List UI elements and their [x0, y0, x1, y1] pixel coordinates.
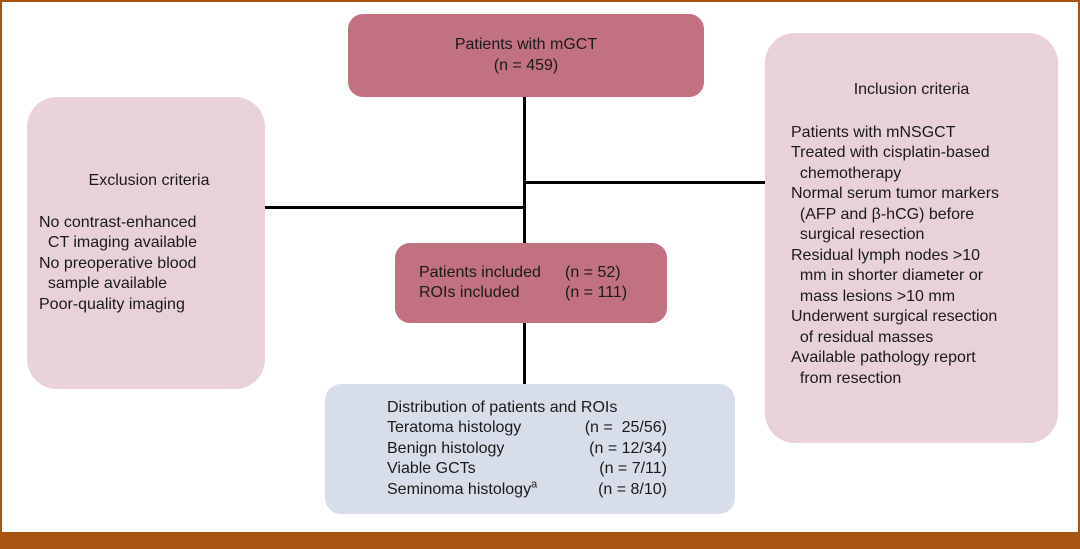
box-patients-mgct: Patients with mGCT (n = 459) — [348, 14, 704, 97]
box-inclusion-criteria: Inclusion criteria Patients with mNSGCT … — [765, 33, 1058, 443]
frame-border-bottom — [0, 532, 1080, 549]
distribution-row: Benign histology (n = 12/34) — [387, 439, 667, 460]
included-row: Patients included (n = 52) — [419, 263, 657, 284]
included-count: (n = 111) — [565, 284, 628, 301]
exclusion-title: Exclusion criteria — [88, 172, 210, 189]
distribution-count: (n = 25/56) — [584, 419, 667, 437]
inclusion-line: of residual masses — [791, 328, 934, 346]
connector-vertical-top — [523, 96, 526, 244]
box-exclusion-criteria: Exclusion criteria No contrast-enhanced … — [27, 97, 265, 389]
box-patients-included: Patients included (n = 52) ROIs included… — [395, 243, 667, 323]
distribution-row: Teratoma histology (n = 25/56) — [387, 418, 667, 439]
distribution-count: (n = 12/34) — [589, 439, 667, 457]
distribution-label: Seminoma histologya — [387, 478, 538, 498]
distribution-count: (n = 7/11) — [599, 460, 667, 478]
inclusion-line: Available pathology report — [791, 349, 976, 366]
connector-vertical-bottom — [523, 323, 526, 385]
frame-border-left — [0, 0, 2, 549]
distribution-label: Benign histology — [387, 439, 505, 457]
distribution-count: (n = 8/10) — [598, 480, 667, 498]
inclusion-title: Inclusion criteria — [853, 81, 970, 98]
inclusion-line: mass lesions >10 mm — [791, 287, 956, 305]
included-label: ROIs included — [419, 284, 520, 301]
included-row: ROIs included (n = 111) — [419, 283, 657, 304]
patients-mgct-count: (n = 459) — [493, 56, 559, 74]
box-distribution: Distribution of patients and ROIs Terato… — [325, 384, 735, 514]
exclusion-line: No preoperative blood — [39, 254, 197, 272]
inclusion-line: mm in shorter diameter or — [791, 267, 984, 284]
exclusion-line: No contrast-enhanced — [39, 213, 197, 231]
inclusion-line: Treated with cisplatin-based — [791, 144, 990, 161]
exclusion-line: sample available — [39, 275, 168, 292]
inclusion-line: (AFP and β-hCG) before — [791, 205, 975, 223]
inclusion-line: surgical resection — [791, 226, 925, 243]
distribution-title: Distribution of patients and ROIs — [387, 398, 618, 416]
patients-mgct-label: Patients with mGCT — [454, 36, 598, 53]
distribution-row: Seminoma histologya (n = 8/10) — [387, 478, 667, 501]
connector-branch-inclusion — [523, 181, 765, 184]
included-count: (n = 52) — [565, 263, 621, 281]
inclusion-line: Residual lymph nodes >10 — [791, 246, 981, 264]
distribution-label: Viable GCTs — [387, 460, 476, 478]
distribution-row: Viable GCTs (n = 7/11) — [387, 459, 667, 480]
inclusion-line: Underwent surgical resection — [791, 308, 998, 325]
inclusion-line: from resection — [791, 369, 902, 387]
connector-branch-exclusion — [265, 206, 525, 209]
inclusion-line: chemotherapy — [791, 164, 902, 182]
included-label: Patients included — [419, 263, 541, 281]
exclusion-line: Poor-quality imaging — [39, 295, 185, 313]
frame-border-right — [1078, 0, 1080, 549]
exclusion-line: CT imaging available — [39, 234, 198, 251]
frame-border-top — [0, 0, 1080, 2]
inclusion-line: Normal serum tumor markers — [791, 185, 1000, 202]
footnote-marker: a — [531, 478, 538, 491]
distribution-label: Teratoma histology — [387, 419, 522, 437]
inclusion-line: Patients with mNSGCT — [791, 123, 956, 141]
